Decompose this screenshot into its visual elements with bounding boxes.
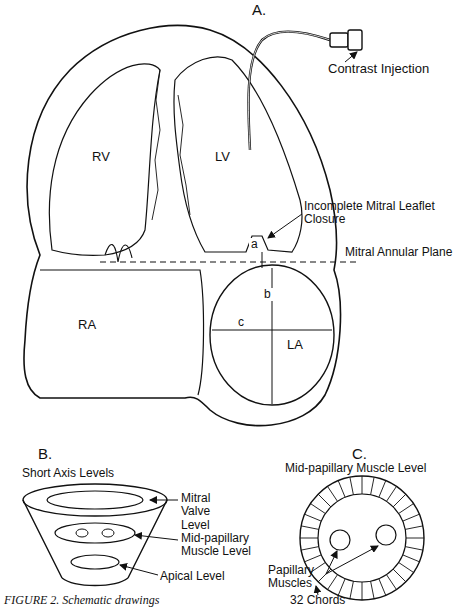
dimension-label: b <box>262 288 273 301</box>
callout-label: Papillary Muscles <box>268 564 328 591</box>
callout-label: 32 Chords <box>290 594 345 607</box>
panel-letter: C. <box>352 446 367 463</box>
chamber-label: LA <box>287 338 303 353</box>
callout-label: Contrast Injection <box>328 62 429 77</box>
chamber-label: RV <box>92 150 110 165</box>
callout-label: Incomplete Mitral Leaflet Closure <box>304 200 454 227</box>
level-label: Apical Level <box>160 570 225 583</box>
chamber-label: LV <box>215 150 230 165</box>
level-label: Mitral Valve Level <box>181 492 231 532</box>
panel-title: Short Axis Levels <box>22 467 114 480</box>
callout-label: Mitral Annular Plane <box>345 246 452 259</box>
panel-letter: B. <box>38 446 52 463</box>
dimension-label: c <box>236 316 246 329</box>
level-label: Mid-papillary Muscle Level <box>181 532 261 559</box>
dimension-label: a <box>249 238 260 251</box>
figure-caption: FIGURE 2. Schematic drawings <box>4 594 159 607</box>
panel-letter: A. <box>252 2 266 19</box>
panel-title: Mid-papillary Muscle Level <box>285 462 426 475</box>
chamber-label: RA <box>78 318 96 333</box>
